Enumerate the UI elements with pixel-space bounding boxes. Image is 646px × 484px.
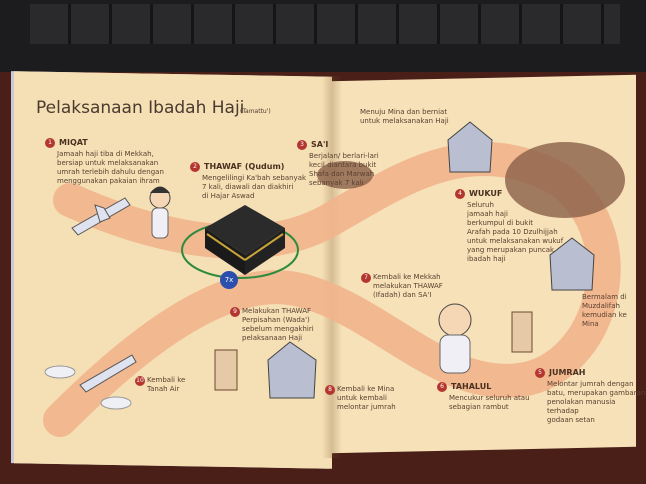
- step-number-badge: 8: [325, 385, 335, 395]
- jamarat-pillar-icon: [511, 311, 533, 353]
- jamarat-pillar-icon: [214, 349, 238, 391]
- page-subtitle: (Tamattu'): [240, 108, 271, 115]
- step-title: JUMRAH: [549, 368, 586, 377]
- step-title: WUKUF: [469, 189, 503, 198]
- airplane-icon: [79, 354, 137, 393]
- step-title: THAWAF (Qudum): [204, 162, 285, 171]
- step-title: TAHALUL: [451, 382, 492, 391]
- step-number-badge: 4: [455, 189, 465, 199]
- tent-icon: [447, 121, 493, 173]
- pilgrim-shaving-icon: [438, 303, 472, 374]
- step-description: Jamaah haji tiba di Mekkah,bersiap untuk…: [57, 150, 164, 185]
- step-number-badge: 10: [135, 376, 145, 386]
- pilgrim-child-icon: [149, 186, 171, 239]
- kaaba-count-badge: 7x: [220, 271, 238, 289]
- keyboard: [0, 0, 646, 72]
- safa-marwah-hills: [317, 161, 373, 189]
- step-number-badge: 2: [190, 162, 200, 172]
- step-number-badge: 1: [45, 138, 55, 148]
- step-number-badge: 5: [535, 368, 545, 378]
- step-number-badge: 3: [297, 140, 307, 150]
- keyboard-keys: [30, 4, 620, 44]
- step-title: SA'I: [311, 140, 329, 149]
- route-path: [43, 142, 621, 437]
- airplane-icon: [71, 197, 131, 236]
- tent-icon: [549, 237, 595, 291]
- tent-icon: [267, 341, 317, 399]
- step-number-badge: 7: [361, 273, 371, 283]
- step-number-badge: 9: [230, 307, 240, 317]
- step-number-badge: 6: [437, 382, 447, 392]
- kaaba-icon: [205, 205, 285, 275]
- arafah-crowd: [505, 142, 625, 218]
- step-title: MIQAT: [59, 138, 88, 147]
- cloud-icon: [44, 365, 132, 410]
- page-title: Pelaksanaan Ibadah Haji: [36, 98, 245, 118]
